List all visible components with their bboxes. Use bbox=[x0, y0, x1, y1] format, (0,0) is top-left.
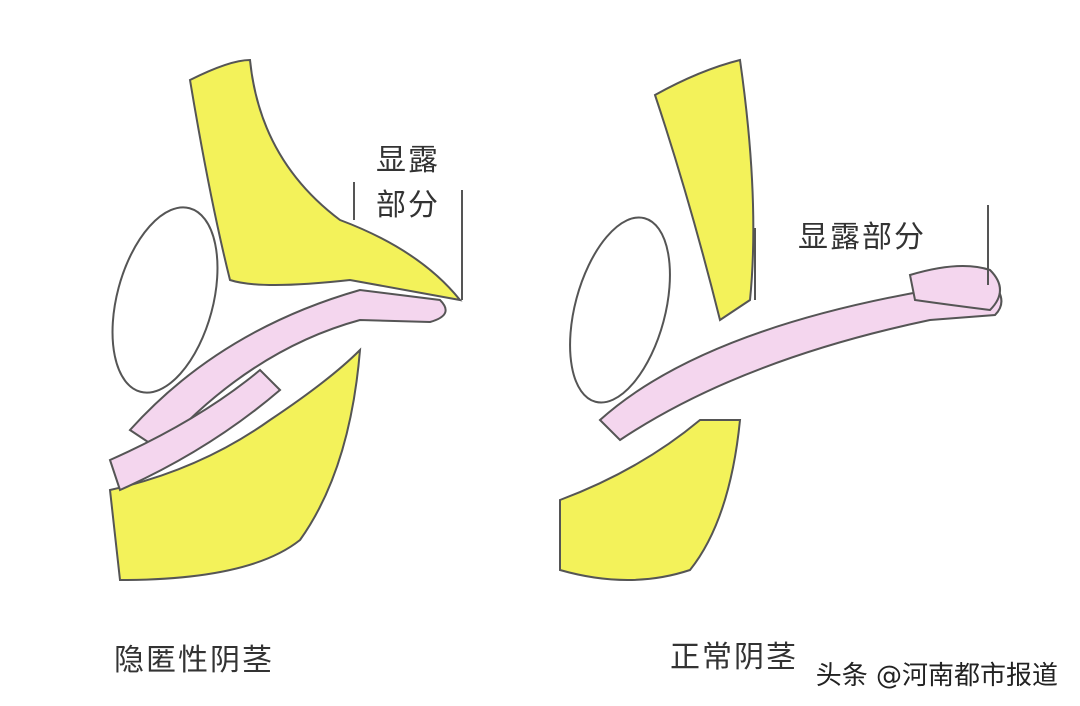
left-exposed-label-line2: 部分 bbox=[376, 188, 440, 223]
normal-diagram bbox=[559, 58, 1003, 581]
right-caption: 正常阴茎 bbox=[670, 640, 798, 675]
testis-outline bbox=[569, 216, 671, 404]
left-caption: 隐匿性阴茎 bbox=[114, 643, 274, 678]
testis-outline bbox=[111, 206, 219, 394]
fat-pad-upper bbox=[653, 58, 755, 322]
watermark: 头条 @河南都市报道 bbox=[815, 661, 1058, 691]
concealed-diagram bbox=[108, 58, 463, 582]
fat-pad-lower bbox=[108, 347, 362, 582]
fat-pad-lower bbox=[559, 419, 742, 581]
glans bbox=[908, 265, 1001, 312]
shaft bbox=[598, 278, 1003, 442]
right-exposed-label: 显露部分 bbox=[798, 220, 926, 255]
shaft-base bbox=[108, 368, 282, 492]
left-exposed-label-line1: 显露 bbox=[376, 143, 440, 178]
fat-pad-upper bbox=[188, 58, 463, 302]
